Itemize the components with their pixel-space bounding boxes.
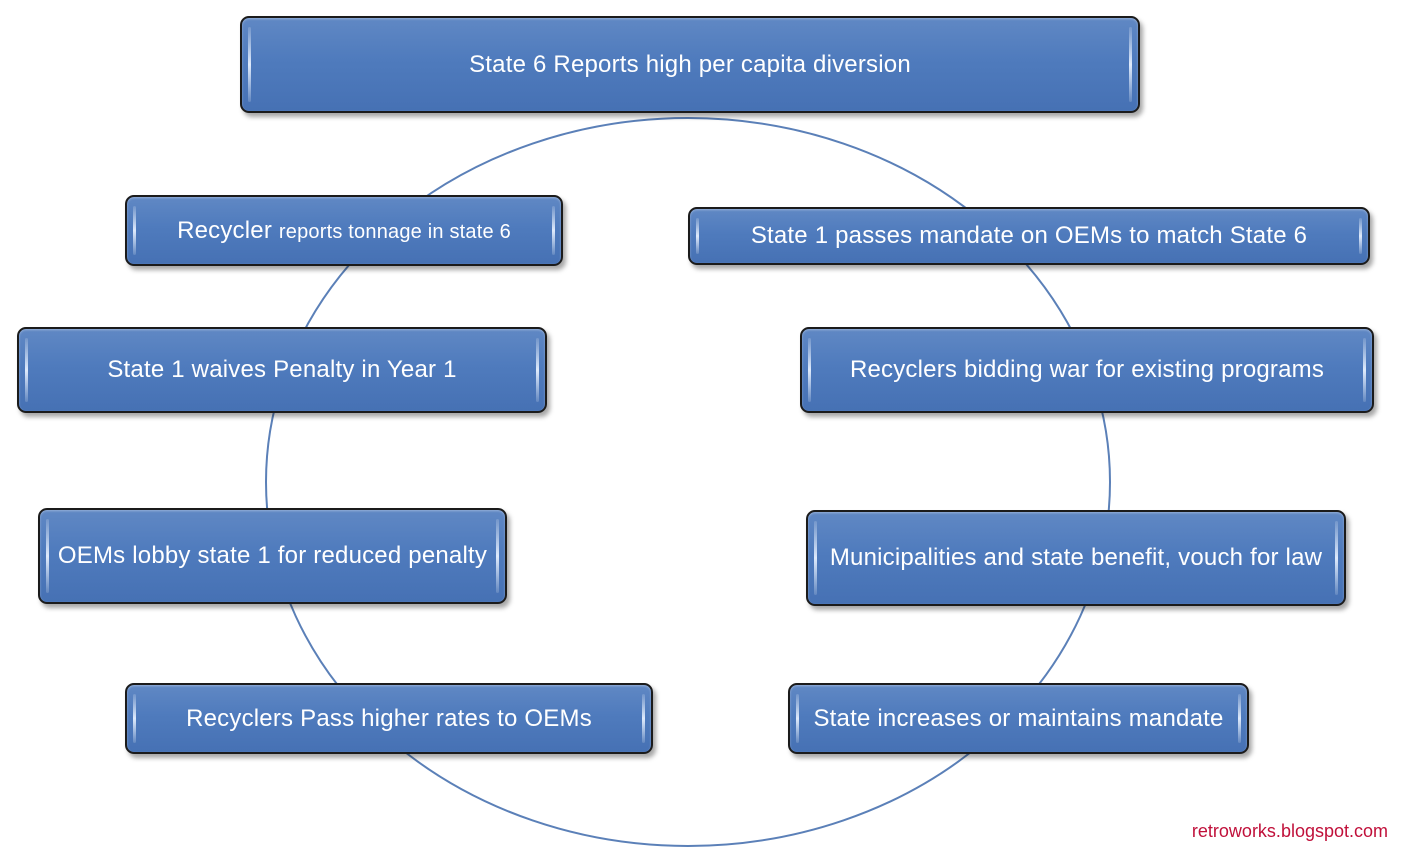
node-label: State 6 Reports high per capita diversio… — [469, 50, 911, 78]
node-label: Recyclers bidding war for existing progr… — [849, 356, 1325, 383]
cycle-ellipse — [265, 117, 1111, 847]
node-recyclers-bidding-war: Recyclers bidding war for existing progr… — [800, 327, 1374, 413]
node-label: State increases or maintains mandate — [813, 704, 1224, 732]
node-label: State 1 waives Penalty in Year 1 — [107, 356, 457, 383]
node-recycler-reports-tonnage: Recycler reports tonnage in state 6 — [125, 195, 563, 266]
node-label: Recycler reports tonnage in state 6 — [177, 217, 511, 245]
node-label: OEMs lobby state 1 for reduced penalty — [57, 542, 488, 569]
watermark-text: retroworks.blogspot.com — [1191, 821, 1388, 841]
node-label: Recyclers Pass higher rates to OEMs — [186, 704, 592, 732]
node-label-lead: Recycler — [177, 216, 273, 244]
node-oems-lobby: OEMs lobby state 1 for reduced penalty — [38, 508, 507, 604]
node-recyclers-pass-rates: Recyclers Pass higher rates to OEMs — [125, 683, 653, 754]
node-state6-reports: State 6 Reports high per capita diversio… — [240, 16, 1140, 113]
node-state1-waives-penalty: State 1 waives Penalty in Year 1 — [17, 327, 547, 413]
node-label: Municipalities and state benefit, vouch … — [829, 544, 1323, 571]
node-municipalities-benefit: Municipalities and state benefit, vouch … — [806, 510, 1346, 606]
node-label: State 1 passes mandate on OEMs to match … — [750, 222, 1308, 249]
node-label-rest: reports tonnage in state 6 — [278, 220, 511, 243]
node-state1-passes-mandate: State 1 passes mandate on OEMs to match … — [688, 207, 1370, 265]
node-state-increases-mandate: State increases or maintains mandate — [788, 683, 1249, 754]
